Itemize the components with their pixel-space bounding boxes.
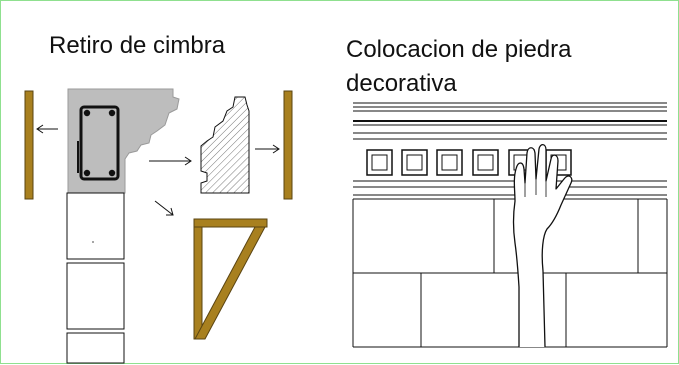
- right-panel-title-line1: Colocacion de piedra: [346, 36, 572, 63]
- decorative-stone: [436, 149, 463, 176]
- rebar-bar-4: [108, 169, 116, 177]
- rebar-stirrup: [79, 105, 120, 181]
- rebar-bar-1: [83, 109, 91, 117]
- arrow-mold-head: [184, 156, 192, 166]
- masonry-block-1: [66, 192, 125, 260]
- stone-wall: [352, 199, 668, 348]
- masonry-block-3: [66, 332, 125, 364]
- decorative-stone: [401, 149, 428, 176]
- rebar-bar-3: [83, 169, 91, 177]
- hand-illustration: [512, 143, 573, 348]
- formwork-plank-left: [24, 90, 34, 200]
- decorative-stone: [472, 149, 499, 176]
- arrow-brace-removal: [154, 200, 174, 216]
- arrow-right-head: [272, 144, 280, 154]
- rebar-bar-2: [108, 109, 116, 117]
- wooden-brace: [193, 218, 268, 340]
- right-panel-title-line2: decorativa: [346, 70, 457, 97]
- decorative-stone: [366, 149, 393, 176]
- arrow-left-head: [36, 124, 44, 134]
- block-speck: [92, 241, 94, 243]
- removed-cornice-mold: [200, 96, 250, 194]
- concrete-cornice: [67, 88, 180, 194]
- formwork-plank-right: [283, 90, 293, 200]
- left-panel-title: Retiro de cimbra: [49, 32, 226, 59]
- masonry-block-2: [66, 262, 125, 330]
- arrow-brace-head: [166, 207, 174, 216]
- cornice-molding-lines: [353, 102, 667, 200]
